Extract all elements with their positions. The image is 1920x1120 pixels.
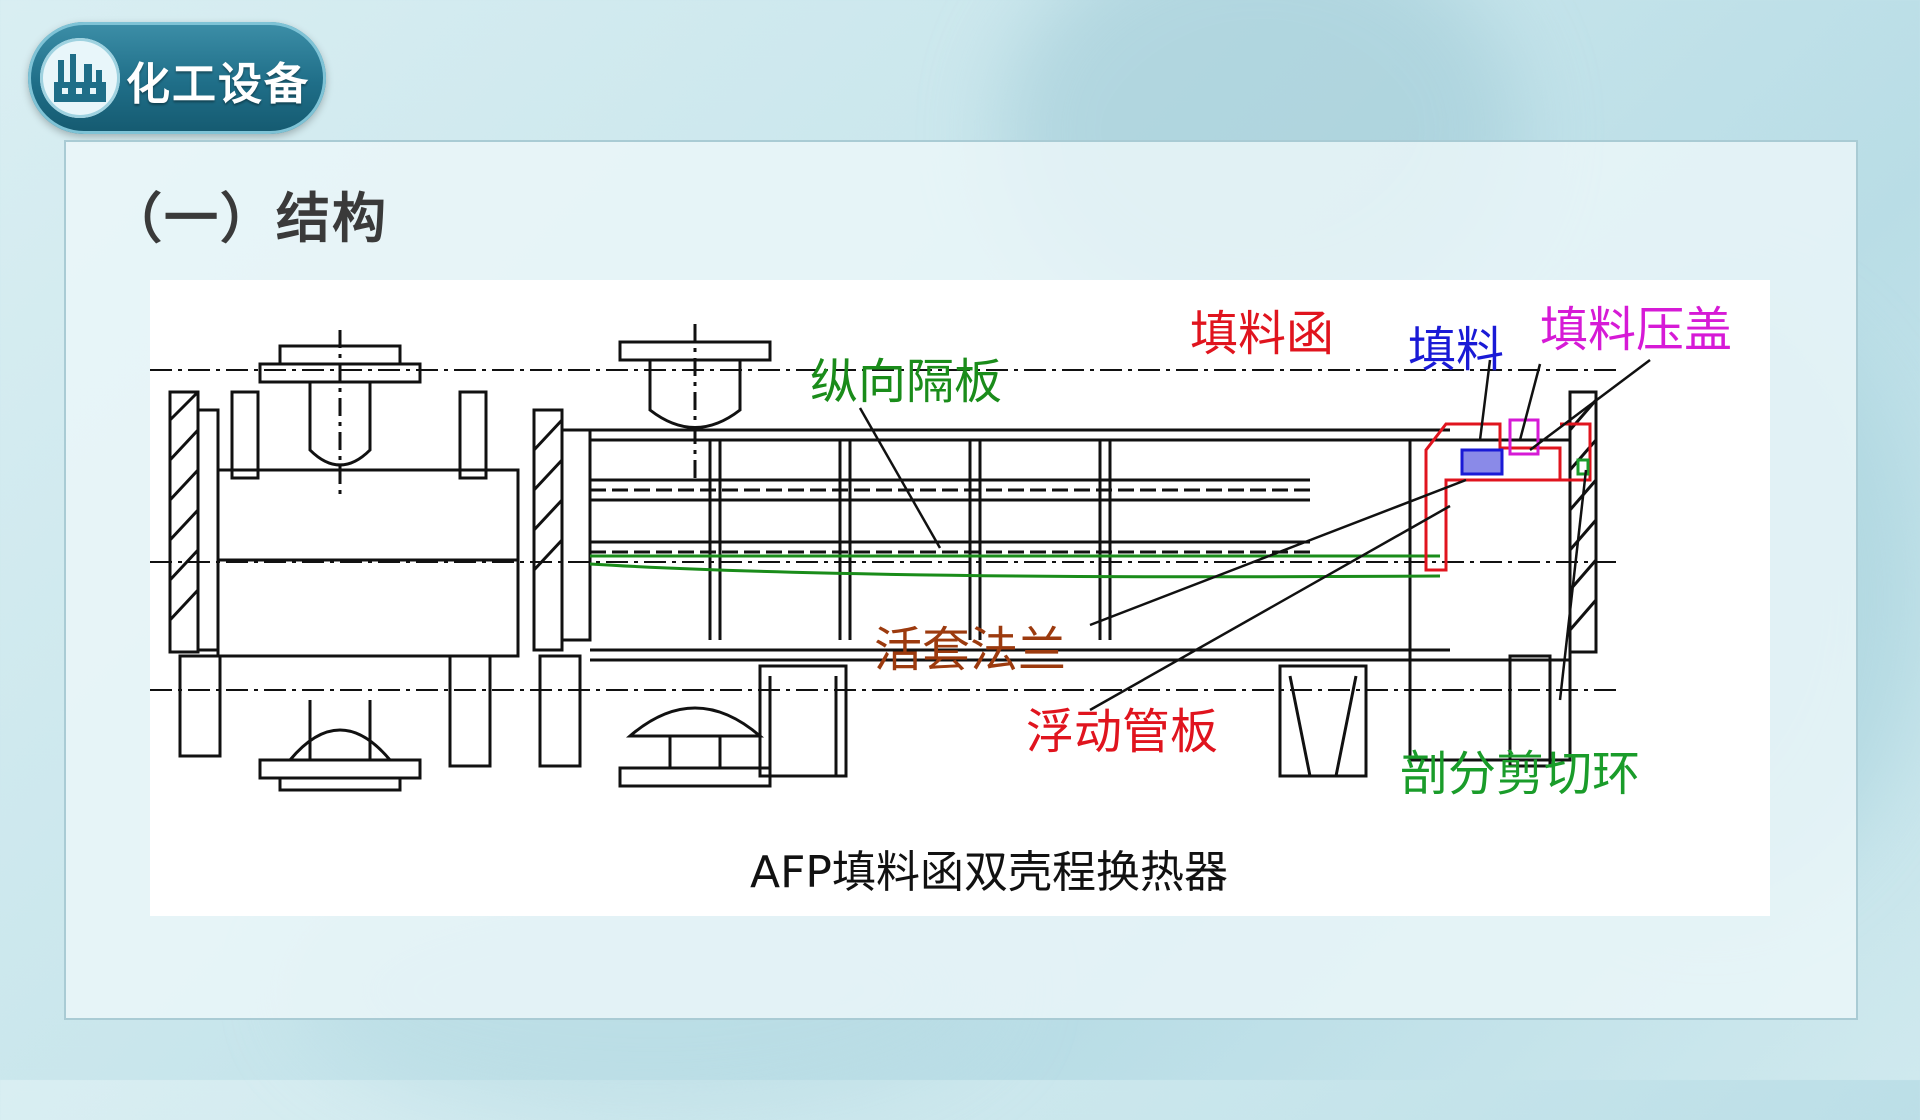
diagram-caption: AFP填料函双壳程换热器 — [750, 847, 1228, 898]
label-loose-flange: 活套法兰 — [874, 622, 1067, 678]
factory-icon — [40, 38, 120, 118]
label-split-shear-ring: 剖分剪切环 — [1400, 746, 1641, 802]
brand-title: 化工设备 — [126, 59, 310, 110]
section-title: （一）结构 — [108, 187, 388, 250]
label-packing: 填料 — [1408, 322, 1505, 378]
label-packing-gland: 填料压盖 — [1540, 302, 1733, 358]
label-floating-tubesheet: 浮动管板 — [1026, 704, 1219, 760]
heat-exchanger-drawing — [150, 324, 1651, 792]
label-packing-box: 填料函 — [1190, 306, 1335, 362]
label-longitudinal-baffle: 纵向隔板 — [810, 354, 1003, 410]
diagram-card: 纵向隔板 填料函 填料 填料压盖 活套法兰 浮动管板 剖分剪切环 AFP填料函双… — [150, 280, 1770, 916]
brand-badge: 化工设备 — [28, 22, 326, 134]
